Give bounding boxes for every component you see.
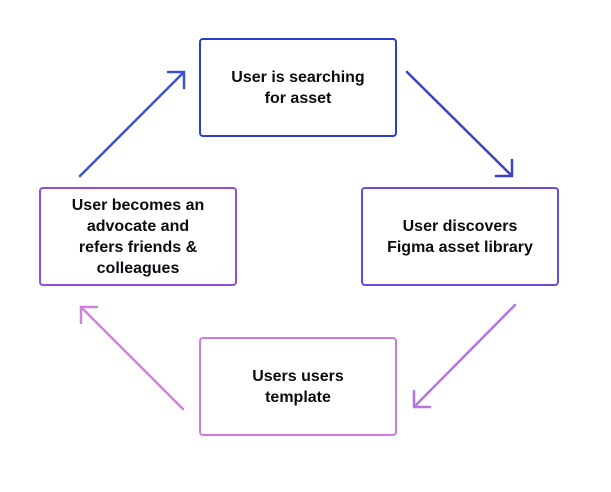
arrow-right-to-bottom-line [412,303,517,409]
node-user-advocate-label: User becomes an advocate and refers frie… [71,196,205,277]
arrow-bottom-to-left-line [79,305,185,411]
arrow-left-to-top [78,70,186,178]
node-users-template: Users users template [199,337,397,436]
arrow-bottom-to-left-head [79,305,99,325]
arrow-right-to-bottom [412,303,517,409]
arrow-top-to-right-line [405,70,514,178]
node-users-template-label: Users users template [252,367,344,406]
arrow-right-to-bottom-head [412,389,432,409]
node-user-advocate: User becomes an advocate and refers frie… [39,187,237,286]
arrow-left-to-top-line [78,70,186,178]
arrow-left-to-top-head [166,70,186,90]
node-user-discovers: User discovers Figma asset library [361,187,559,286]
node-user-searching-label: User is searching for asset [231,68,365,107]
node-user-discovers-label: User discovers Figma asset library [387,217,533,256]
arrow-top-to-right [405,70,514,178]
node-user-searching: User is searching for asset [199,38,397,137]
arrow-top-to-right-head [494,158,514,178]
arrow-bottom-to-left [79,305,185,411]
